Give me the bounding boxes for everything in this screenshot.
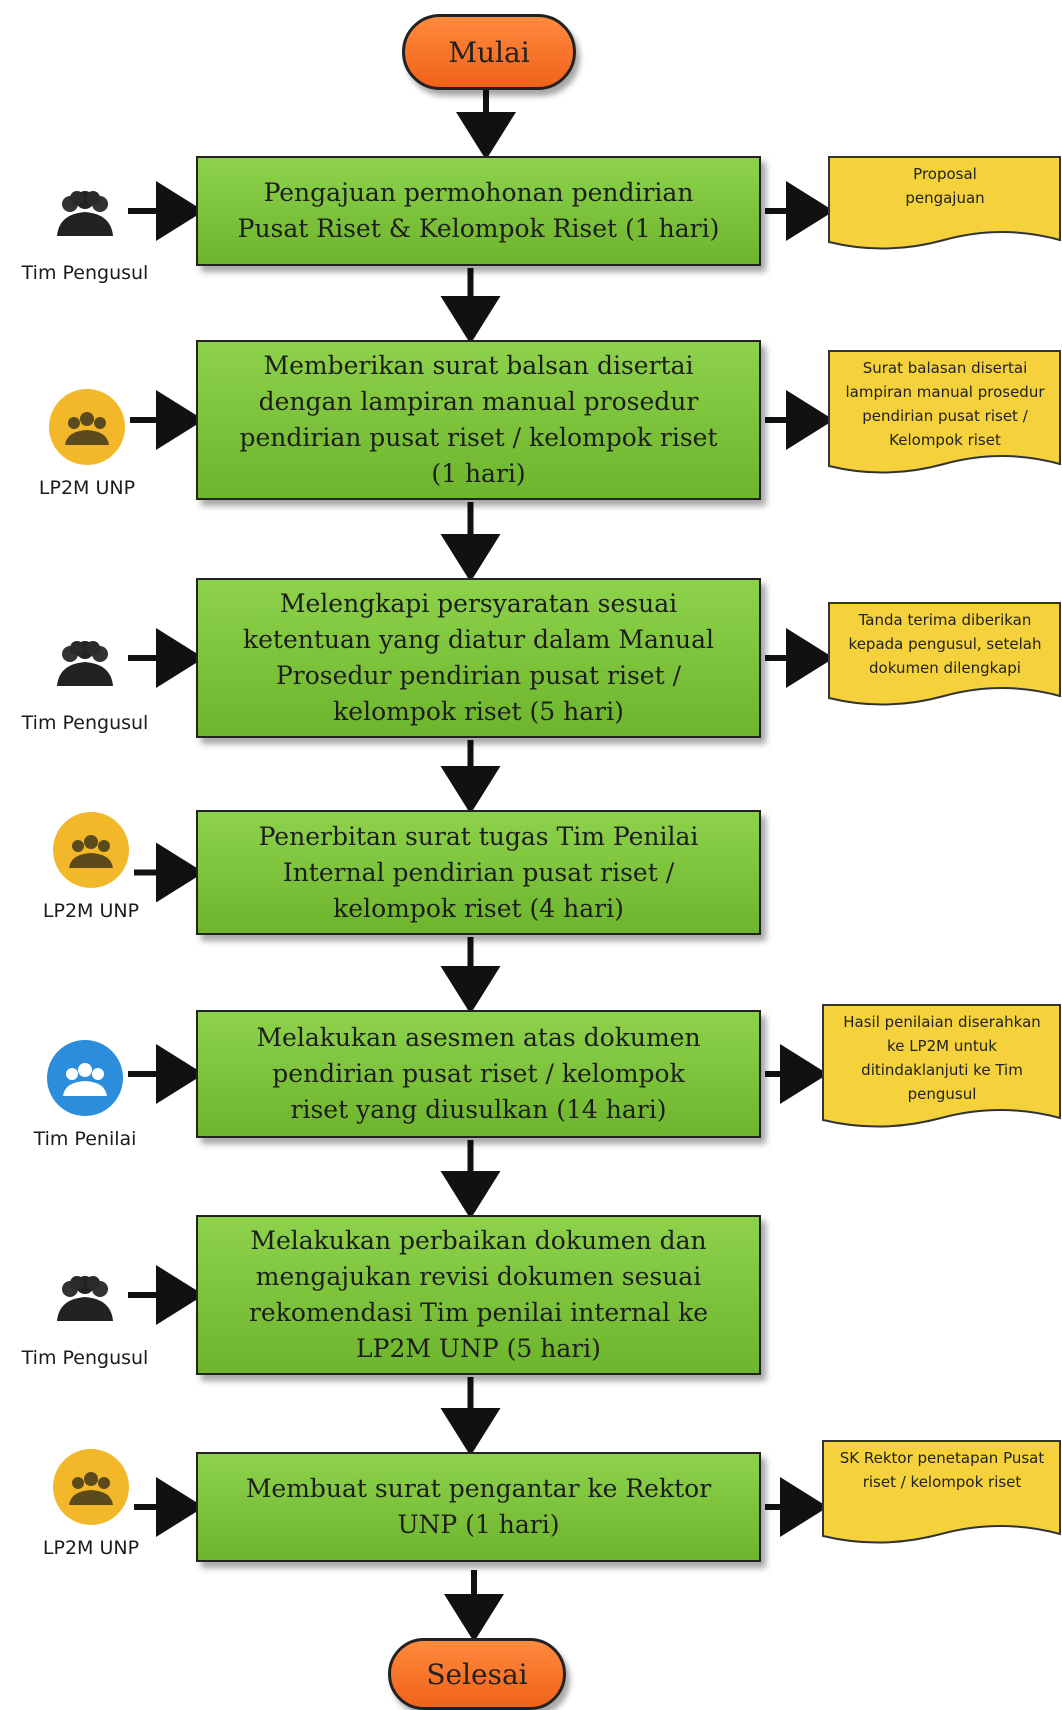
document-text: Proposal pengajuan: [828, 156, 1062, 210]
actor-label: Tim Pengusul: [21, 712, 149, 734]
actor-lp2m-unp: LP2M UNP: [2, 385, 172, 499]
process-step-6: Melakukan perbaikan dokumen dan mengajuka…: [196, 1215, 761, 1375]
end-terminal: Selesai: [388, 1638, 566, 1710]
actor-tim-pengusul: Tim Pengusul: [0, 170, 170, 284]
document-line: Hasil penilaian diserahkan: [843, 1013, 1041, 1031]
process-step-line: mengajukan revisi dokumen sesuai: [255, 1262, 702, 1291]
process-step-line: UNP (1 hari): [397, 1510, 560, 1539]
document-line: Surat balasan disertai: [862, 359, 1028, 377]
document-line: dokumen dilengkapi: [869, 659, 1021, 677]
document-text: Hasil penilaian diserahkan ke LP2M untuk d…: [822, 1004, 1062, 1106]
document-line: lampiran manual prosedur: [845, 383, 1045, 401]
actor-label: Tim Penilai: [33, 1128, 137, 1150]
document-text: Surat balasan disertai lampiran manual pr…: [828, 350, 1062, 452]
process-step-line: kelompok riset (4 hari): [333, 893, 624, 923]
document-shape: [828, 602, 1061, 706]
actor-lp2m-unp: LP2M UNP: [6, 808, 176, 922]
people-circle-yellow-icon: [45, 389, 129, 473]
process-step-line: rekomendasi Tim penilai internal ke: [248, 1298, 709, 1327]
document-shape: [822, 1440, 1061, 1544]
output-document: Tanda terima diberikan kepada pengusul, s…: [828, 602, 1062, 712]
document-shape: [828, 156, 1061, 250]
process-step-2: Memberikan surat balsan disertai dengan l…: [196, 340, 761, 500]
document-line: SK Rektor penetapan Pusat: [839, 1449, 1045, 1467]
process-step-line: Melengkapi persyaratan sesuai: [279, 589, 678, 618]
actor-tim-pengusul: Tim Pengusul: [0, 620, 170, 734]
document-text: SK Rektor penetapan Pusat riset / kelompo…: [822, 1440, 1062, 1494]
actor-label: LP2M UNP: [38, 477, 136, 499]
actor-lp2m-unp: LP2M UNP: [6, 1445, 176, 1559]
process-step-line: riset yang diusulkan (14 hari): [290, 1095, 667, 1124]
actor-label: LP2M UNP: [42, 1537, 140, 1559]
actor-label: Tim Pengusul: [21, 262, 149, 284]
process-step-line: kelompok riset (5 hari): [333, 697, 624, 726]
people-group-icon: [43, 1276, 127, 1343]
process-step-line: pendirian pusat riset / kelompok riset: [239, 423, 718, 452]
document-text: Tanda terima diberikan kepada pengusul, s…: [828, 602, 1062, 680]
process-step-line: Penerbitan surat tugas Tim Penilai: [258, 821, 699, 851]
document-line: pendirian pusat riset /: [862, 407, 1028, 425]
people-circle-yellow-icon: [49, 812, 133, 896]
document-line: ditindaklanjuti ke Tim: [861, 1061, 1023, 1079]
process-step-text: Melengkapi persyaratan sesuai ketentuan y…: [243, 586, 714, 730]
people-circle-blue-icon: [43, 1040, 127, 1124]
start-terminal: Mulai: [402, 14, 576, 90]
people-circle-yellow-icon: [49, 1449, 133, 1533]
process-step-line: Membuat surat pengantar ke Rektor: [245, 1474, 712, 1503]
process-step-line: dengan lampiran manual prosedur: [258, 387, 699, 416]
process-step-text: Melakukan asesmen atas dokumen pendirian …: [256, 1020, 700, 1128]
process-step-line: Pusat Riset & Kelompok Riset (1 hari): [237, 214, 720, 243]
people-group-icon: [43, 191, 127, 258]
people-group-icon: [43, 641, 127, 708]
actor-tim-pengusul: Tim Pengusul: [0, 1255, 170, 1369]
process-step-line: Internal pendirian pusat riset /: [282, 857, 675, 887]
process-step-line: LP2M UNP (5 hari): [356, 1334, 601, 1363]
actor-label: Tim Pengusul: [21, 1347, 149, 1369]
output-document: Surat balasan disertai lampiran manual pr…: [828, 350, 1062, 480]
output-document: Hasil penilaian diserahkan ke LP2M untuk d…: [822, 1004, 1062, 1134]
document-line: Proposal: [913, 165, 977, 183]
process-step-text: Memberikan surat balsan disertai dengan l…: [239, 348, 717, 492]
document-line: kepada pengusul, setelah: [848, 635, 1042, 653]
end-label: Selesai: [426, 1657, 528, 1691]
actor-label: LP2M UNP: [42, 900, 140, 922]
process-step-line: (1 hari): [431, 459, 526, 488]
document-line: ke LP2M untuk: [887, 1037, 997, 1055]
output-document: SK Rektor penetapan Pusat riset / kelompo…: [822, 1440, 1062, 1550]
process-step-line: Melakukan asesmen atas dokumen: [256, 1023, 701, 1052]
document-line: Tanda terima diberikan: [858, 611, 1032, 629]
document-line: riset / kelompok riset: [862, 1473, 1022, 1491]
document-shape: [822, 1004, 1061, 1128]
process-step-line: Memberikan surat balsan disertai: [263, 351, 694, 380]
actor-tim-penilai: Tim Penilai: [0, 1036, 170, 1150]
document-line: Kelompok riset: [889, 431, 1001, 449]
document-line: pengusul: [907, 1085, 977, 1103]
process-step-line: Melakukan perbaikan dokumen dan: [250, 1226, 707, 1255]
process-step-3: Melengkapi persyaratan sesuai ketentuan y…: [196, 578, 761, 738]
start-label: Mulai: [448, 35, 530, 69]
document-shape: [828, 350, 1061, 474]
output-document: Proposal pengajuan: [828, 156, 1062, 256]
process-step-text: Melakukan perbaikan dokumen dan mengajuka…: [249, 1223, 708, 1367]
document-line: pengajuan: [905, 189, 985, 207]
process-step-5: Melakukan asesmen atas dokumen pendirian …: [196, 1010, 761, 1138]
process-step-line: Prosedur pendirian pusat riset /: [275, 661, 682, 690]
process-step-line: pendirian pusat riset / kelompok: [272, 1059, 685, 1088]
process-step-line: ketentuan yang diatur dalam Manual: [242, 625, 715, 654]
process-step-line: Pengajuan permohonan pendirian: [263, 178, 694, 207]
